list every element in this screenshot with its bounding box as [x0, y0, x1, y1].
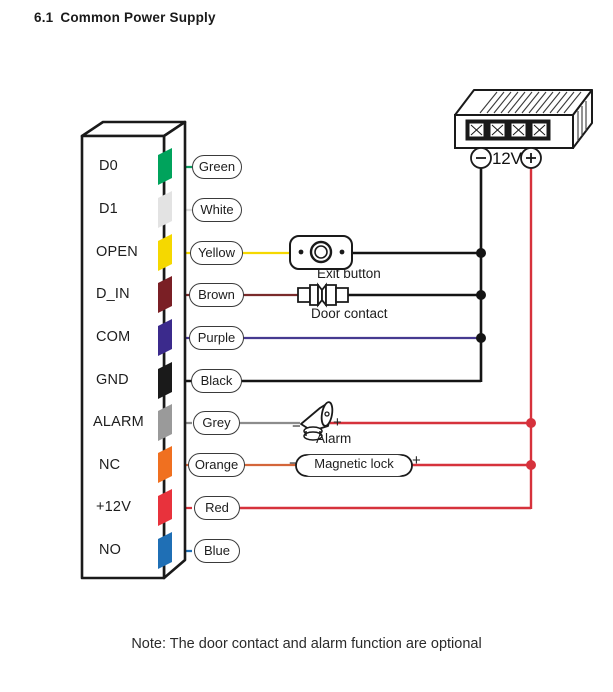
door-contact-caption: Door contact — [311, 306, 388, 321]
psu-voltage-label: 12V — [492, 149, 522, 168]
wire-pill-purple: Purple — [189, 326, 244, 350]
door-contact-left-cap — [309, 284, 319, 306]
door-contact-left-barrel — [297, 287, 311, 303]
wire-pill-green: Green — [192, 155, 242, 179]
door-contact-right-cap — [325, 284, 337, 306]
wire-pill-red: Red — [194, 496, 240, 520]
alarm-horn-mouth-center — [324, 411, 330, 417]
terminal-label-gnd: GND — [96, 372, 129, 388]
wire-pill-white: White — [192, 198, 242, 222]
terminal-label-12v: +12V — [96, 499, 132, 515]
terminal-tab-d1 — [158, 191, 172, 228]
controller-front-face — [80, 134, 166, 580]
wire-pill-brown: Brown — [189, 283, 244, 307]
exit-button-press-center — [314, 245, 328, 259]
terminal-tab-open — [158, 234, 172, 271]
psu-screw-terminals — [468, 122, 548, 138]
terminal-tab-12v — [158, 489, 172, 526]
magnetic-lock-caption: Magnetic lock — [300, 455, 408, 476]
maglock-plus-sign: + — [412, 452, 421, 469]
psu-screw-2 — [489, 122, 506, 138]
psu-screw-4 — [531, 122, 548, 138]
psu-screw-1 — [468, 122, 485, 138]
junction-dot-maglock — [526, 460, 536, 470]
terminal-label-d1: D1 — [99, 201, 118, 217]
terminal-tab-alarm — [158, 404, 172, 441]
terminal-tab-d-in — [158, 276, 172, 313]
terminal-label-no: NO — [99, 542, 122, 558]
terminal-tabs — [158, 148, 172, 569]
terminal-label-alarm: ALARM — [93, 414, 144, 430]
terminal-label-d0: D0 — [99, 158, 118, 174]
alarm-device — [300, 401, 334, 441]
terminal-label-com: COM — [96, 329, 131, 345]
terminal-label-open: OPEN — [96, 244, 138, 260]
terminal-tab-com — [158, 319, 172, 356]
terminal-label-d-in: D_IN — [96, 286, 130, 302]
wire-pill-orange: Orange — [188, 453, 245, 477]
terminal-tab-nc — [158, 446, 172, 483]
junction-dot-com — [476, 333, 486, 343]
terminal-label-nc: NC — [99, 457, 121, 473]
alarm-caption: Alarm — [316, 431, 352, 446]
door-contact-right-barrel — [335, 287, 349, 303]
terminal-tab-d0 — [158, 148, 172, 185]
wire-pill-black: Black — [191, 369, 242, 393]
psu-terminal-strip — [465, 119, 551, 141]
terminal-tab-no — [158, 532, 172, 569]
footer-note: Note: The door contact and alarm functio… — [131, 636, 482, 652]
exit-button-screw-right — [339, 249, 345, 255]
alarm-minus-sign: − — [292, 418, 301, 435]
alarm-horn-mouth — [320, 401, 334, 427]
junction-dot-door-contact — [476, 290, 486, 300]
junction-dot-exit-button — [476, 248, 486, 258]
junction-dot-alarm — [526, 418, 536, 428]
exit-button-device — [289, 235, 353, 270]
alarm-base-coil-2 — [303, 431, 323, 441]
page-title-number: 6.1 — [34, 10, 54, 25]
maglock-minus-sign: − — [289, 455, 298, 472]
page-title: 6.1 Common Power Supply — [34, 10, 216, 25]
door-contact-device — [297, 282, 349, 308]
exit-button-screw-left — [298, 249, 304, 255]
terminal-tab-gnd — [158, 362, 172, 399]
alarm-base-stem — [305, 431, 321, 436]
page-title-text: Common Power Supply — [60, 10, 216, 25]
wire-pill-blue: Blue — [194, 539, 240, 563]
psu-vent-lines — [479, 91, 582, 114]
alarm-plus-sign: + — [333, 414, 342, 431]
psu-side-vents — [577, 101, 587, 141]
wire-pill-yellow: Yellow — [190, 241, 243, 265]
power-supply-unit — [454, 89, 593, 169]
wire-pill-grey: Grey — [193, 411, 240, 435]
exit-button-caption: Exit button — [317, 266, 381, 281]
psu-screw-3 — [510, 122, 527, 138]
